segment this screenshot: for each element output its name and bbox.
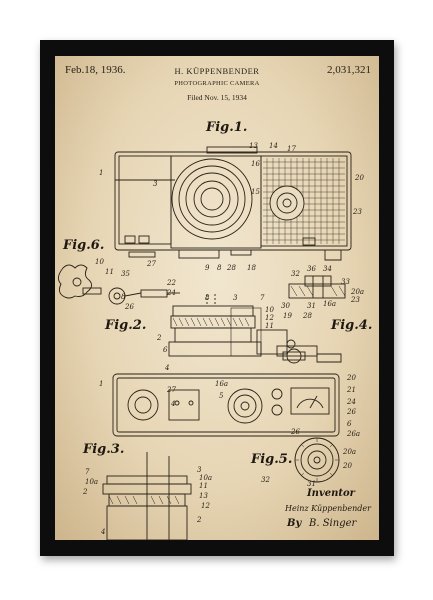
patent-title: PHOTOGRAPHIC CAMERA — [174, 80, 260, 87]
fig5-label: Fig.5. — [251, 452, 293, 467]
svg-text:33: 33 — [341, 278, 350, 286]
svg-text:36: 36 — [307, 265, 316, 273]
fig2-label: Fig.2. — [105, 318, 147, 333]
svg-text:7: 7 — [260, 294, 265, 302]
svg-text:11: 11 — [199, 482, 208, 490]
svg-text:23: 23 — [352, 208, 362, 216]
svg-text:20: 20 — [346, 374, 356, 382]
svg-text:21: 21 — [346, 386, 356, 394]
svg-text:30: 30 — [281, 302, 290, 310]
svg-text:6: 6 — [347, 420, 352, 428]
fig1-camera-front — [114, 146, 352, 261]
svg-text:34: 34 — [323, 265, 332, 273]
inventor-header: H. KÜPPENBENDER — [174, 66, 260, 76]
svg-text:19: 19 — [283, 312, 292, 320]
fig2-section — [168, 294, 342, 363]
fig1-label: Fig.1. — [206, 120, 248, 135]
patent-number: 2,031,321 — [327, 64, 371, 76]
camera-top-view — [112, 348, 340, 437]
svg-text:27: 27 — [166, 386, 176, 394]
svg-text:26: 26 — [346, 408, 356, 416]
svg-text:13: 13 — [249, 142, 258, 150]
svg-text:1: 1 — [99, 380, 103, 388]
svg-text:31: 31 — [307, 302, 316, 310]
svg-text:28: 28 — [302, 312, 312, 320]
svg-text:20a: 20a — [350, 288, 364, 296]
svg-text:26a: 26a — [346, 430, 360, 438]
svg-text:4: 4 — [100, 528, 105, 536]
svg-text:2: 2 — [156, 334, 162, 342]
svg-text:8: 8 — [217, 264, 222, 272]
svg-text:32: 32 — [261, 476, 270, 484]
svg-text:3: 3 — [197, 466, 202, 474]
fig3-label: Fig.3. — [83, 442, 125, 457]
svg-text:10a: 10a — [199, 474, 212, 482]
svg-text:2: 2 — [82, 488, 88, 496]
fig6-detail — [58, 264, 180, 305]
svg-text:12: 12 — [265, 314, 274, 322]
svg-text:4: 4 — [164, 364, 169, 372]
svg-text:3: 3 — [233, 294, 238, 302]
svg-text:17: 17 — [287, 145, 296, 153]
svg-text:26: 26 — [124, 303, 134, 311]
filed-date: Filed Nov. 15, 1934 — [187, 93, 247, 102]
svg-text:10: 10 — [265, 306, 274, 314]
svg-text:24: 24 — [346, 398, 356, 406]
svg-text:23: 23 — [350, 296, 360, 304]
svg-text:26: 26 — [290, 428, 300, 436]
svg-text:16a: 16a — [215, 380, 228, 388]
inventor-name: Heinz Küppenbender — [285, 504, 371, 513]
svg-text:27: 27 — [146, 260, 156, 268]
svg-text:11: 11 — [105, 268, 114, 276]
svg-text:4: 4 — [170, 400, 175, 408]
svg-text:9: 9 — [205, 264, 210, 272]
attorney-by: By — [287, 518, 302, 529]
svg-text:24: 24 — [166, 289, 176, 297]
fig5-dial — [294, 437, 340, 483]
svg-text:8: 8 — [121, 293, 126, 301]
svg-text:11: 11 — [265, 322, 274, 330]
svg-text:12: 12 — [201, 502, 210, 510]
svg-text:35: 35 — [121, 270, 130, 278]
svg-text:10: 10 — [95, 258, 104, 266]
svg-text:8: 8 — [205, 294, 210, 302]
svg-text:1: 1 — [99, 169, 103, 177]
attorney-signature: B. Singer — [309, 518, 357, 529]
fig3-lens-section — [102, 452, 192, 540]
svg-text:5: 5 — [219, 392, 224, 400]
svg-text:28: 28 — [226, 264, 236, 272]
svg-text:16a: 16a — [323, 300, 336, 308]
svg-text:15: 15 — [251, 188, 260, 196]
svg-text:16: 16 — [251, 160, 260, 168]
svg-text:20: 20 — [342, 462, 352, 470]
svg-text:10a: 10a — [85, 478, 98, 486]
svg-text:20a: 20a — [342, 448, 356, 456]
svg-text:22: 22 — [166, 279, 176, 287]
svg-text:18: 18 — [247, 264, 256, 272]
patent-date: Feb.18, 1936. — [65, 64, 126, 76]
patent-sheet: Feb.18, 1936. H. KÜPPENBENDER PHOTOGRAPH… — [55, 56, 379, 540]
svg-text:3: 3 — [153, 180, 158, 188]
svg-text:31: 31 — [307, 480, 316, 488]
fig4-label: Fig.4. — [331, 318, 373, 333]
svg-text:6: 6 — [163, 346, 168, 354]
fig4-detail — [288, 275, 346, 299]
svg-text:14: 14 — [269, 142, 278, 150]
inventor-heading: Inventor — [307, 488, 355, 499]
svg-text:20: 20 — [354, 174, 364, 182]
svg-text:13: 13 — [199, 492, 208, 500]
fig6-label: Fig.6. — [63, 238, 105, 253]
svg-text:7: 7 — [85, 468, 90, 476]
svg-text:32: 32 — [291, 270, 300, 278]
svg-text:2: 2 — [196, 516, 202, 524]
